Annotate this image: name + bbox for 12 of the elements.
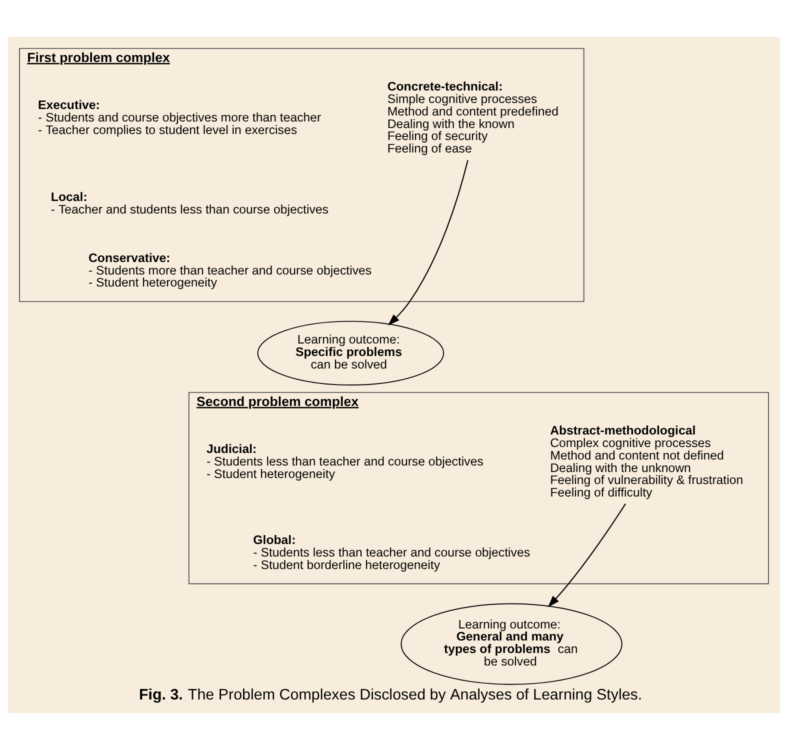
node-ellipse: Learning outcome: Specific problems can be solved bbox=[257, 320, 444, 385]
node-text: Judicial: - Students less than teacher and course objectives - Student heterogeneity bbox=[206, 442, 484, 480]
node-text: Global: - Students less than teacher and course objectives - Student borderline heterogeneity bbox=[253, 532, 530, 572]
node-text: Conservative: - Students more than teacher and course objectives - Student heterogeneity bbox=[88, 250, 372, 290]
node-text: Local: - Teacher and students less than course objectives bbox=[50, 190, 328, 216]
node-text: Concrete-technical: Simple cognitive processes Method and content predefined Dealing with the known Feeling of security Feeling of ease bbox=[387, 79, 558, 156]
node-ellipse: Learning outcome: General and many types of problems can be solved bbox=[400, 602, 622, 684]
node-text: Abstract-methodological Complex cognitive processes Method and content not defined Dealing with the unknown Feeling of vulnerability & frustration Feeling of difficulty bbox=[550, 423, 744, 500]
caption: Fig. 3. The Problem Complexes Disclosed by Analyses of Learning Styles. bbox=[138, 686, 642, 703]
arrow bbox=[388, 159, 468, 325]
node-text: Executive: - Students and course objectives more than teacher - Teacher complies to student level in exercises bbox=[38, 98, 322, 136]
arrow bbox=[548, 503, 626, 607]
